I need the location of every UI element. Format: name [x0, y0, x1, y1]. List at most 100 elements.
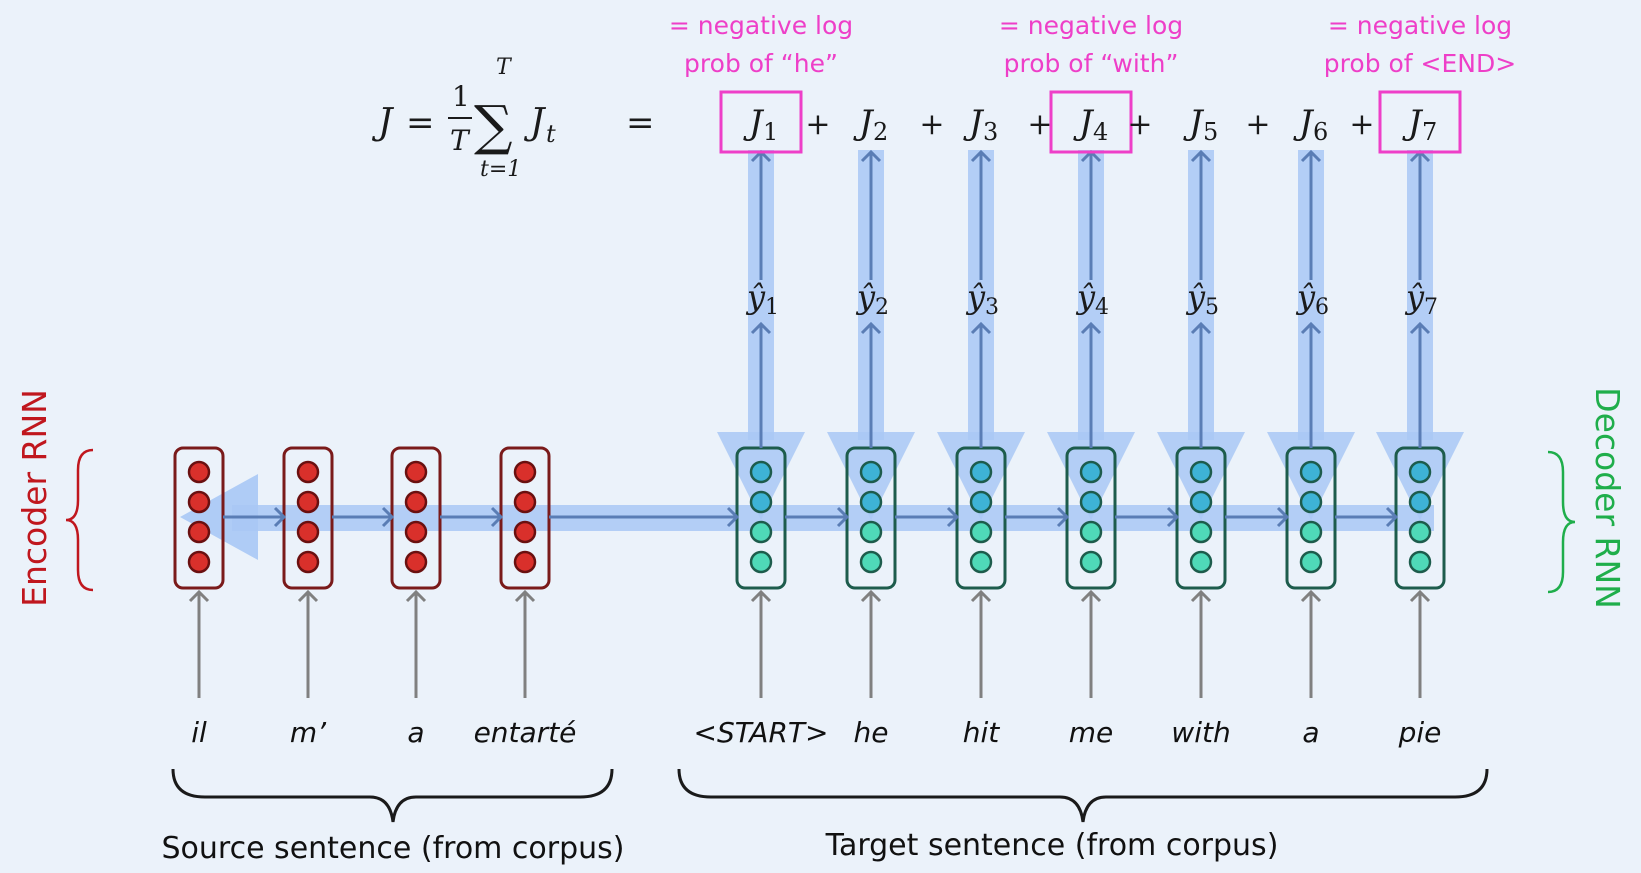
output-symbol: ŷ	[1295, 278, 1316, 316]
target-word: <START>	[694, 716, 829, 749]
output-arrow-head	[970, 321, 992, 335]
annotation-line-2: prob of <END>	[1324, 49, 1516, 78]
hidden-state-arrow	[1225, 506, 1290, 528]
input-arrow	[188, 589, 210, 698]
output-subscript: 5	[1205, 295, 1219, 320]
loss-term-subscript: 4	[1093, 118, 1108, 146]
hidden-state-arrow-head	[1166, 506, 1180, 528]
decoder-neuron	[969, 490, 993, 514]
target-word: pie	[1398, 716, 1442, 749]
annotation-line-2: prob of “he”	[684, 49, 838, 78]
decoder-neuron	[1299, 520, 1323, 544]
input-arrow-head	[1409, 589, 1431, 603]
plus-sign: +	[919, 107, 944, 142]
output-symbol: ŷ	[1404, 278, 1425, 316]
hidden-state-arrow	[1335, 506, 1399, 528]
encoder-brace	[65, 448, 94, 592]
output-symbol: ŷ	[745, 278, 766, 316]
loss-term-symbol: J	[1293, 103, 1315, 143]
input-arrow-head	[405, 589, 427, 603]
input-arrow	[970, 589, 992, 698]
gradient-flow-arrowhead-left	[180, 474, 258, 560]
loss-term-highlight-box	[1378, 90, 1462, 154]
output-arrow	[1190, 321, 1212, 448]
loss-term-highlight-box	[1049, 90, 1133, 154]
plus-sign: +	[805, 107, 830, 142]
decoder-neuron	[1299, 460, 1323, 484]
loss-term-symbol: J	[743, 103, 765, 143]
output-arrow	[1300, 321, 1322, 448]
output-symbol: ŷ	[1185, 278, 1206, 316]
loss-arrow-head	[860, 149, 882, 163]
loss-lhs: J	[371, 102, 395, 143]
decoder-cell	[735, 446, 787, 590]
loss-arrow-head	[1300, 149, 1322, 163]
rnn-cells-layer	[173, 446, 1446, 590]
annotation-line-1: = negative log	[669, 11, 853, 40]
loss-annotation: = negative log prob of “he”	[669, 11, 853, 78]
target-brace	[677, 768, 1489, 823]
target-word: hit	[963, 716, 1001, 749]
input-arrow	[1300, 589, 1322, 698]
input-arrow-head	[970, 589, 992, 603]
plus-sign: +	[1127, 107, 1152, 142]
loss-term-symbol: J	[1183, 103, 1205, 143]
hidden-state-arrow	[549, 506, 740, 528]
summand: J	[523, 102, 547, 143]
encoder-neuron	[187, 490, 211, 514]
sum-lower-limit: t=1	[480, 157, 521, 182]
target-word: he	[854, 716, 889, 749]
output-arrow	[1080, 321, 1102, 448]
loss-term-subscript: 6	[1313, 118, 1328, 146]
plus-sign: +	[1245, 107, 1270, 142]
input-arrow	[750, 589, 772, 698]
input-arrow-head	[514, 589, 536, 603]
annotation-line-1: = negative log	[1328, 11, 1512, 40]
hidden-state-arrow-head	[1056, 506, 1070, 528]
encoder-neuron	[296, 460, 320, 484]
source-word: entarté	[474, 716, 577, 749]
output-subscript: 7	[1424, 295, 1438, 320]
hidden-state-arrow	[440, 506, 504, 528]
output-subscript: 1	[765, 295, 779, 320]
output-arrow-head	[1080, 321, 1102, 335]
decoder-neuron	[969, 460, 993, 484]
hidden-state-arrow	[1115, 506, 1180, 528]
sum-symbol: ∑	[474, 94, 513, 157]
loss-term-subscript: 1	[763, 118, 778, 146]
input-arrow-head	[1080, 589, 1102, 603]
source-word: a	[407, 716, 424, 749]
plus-sign: +	[1027, 107, 1052, 142]
input-arrow-head	[860, 589, 882, 603]
loss-arrow-head	[1190, 149, 1212, 163]
loss-term-subscript: 7	[1422, 118, 1437, 146]
input-arrow-head	[297, 589, 319, 603]
hidden-state-arrow-head	[381, 506, 395, 528]
source-word: il	[191, 716, 207, 749]
encoder-label: Encoder RNN	[15, 389, 54, 607]
decoder-neuron	[1299, 490, 1323, 514]
encoder-neuron	[187, 520, 211, 544]
output-arrow	[750, 321, 772, 448]
target-word: a	[1302, 716, 1319, 749]
plus-sign: +	[1349, 107, 1374, 142]
encoder-neuron	[513, 490, 537, 514]
decoder-neuron	[1408, 520, 1432, 544]
source-word: m’	[290, 716, 327, 749]
source-caption: Source sentence (from corpus)	[161, 831, 624, 866]
target-word: me	[1069, 716, 1114, 749]
decoder-neuron	[1079, 520, 1103, 544]
decoder-neuron	[1408, 460, 1432, 484]
encoder-neuron	[296, 490, 320, 514]
